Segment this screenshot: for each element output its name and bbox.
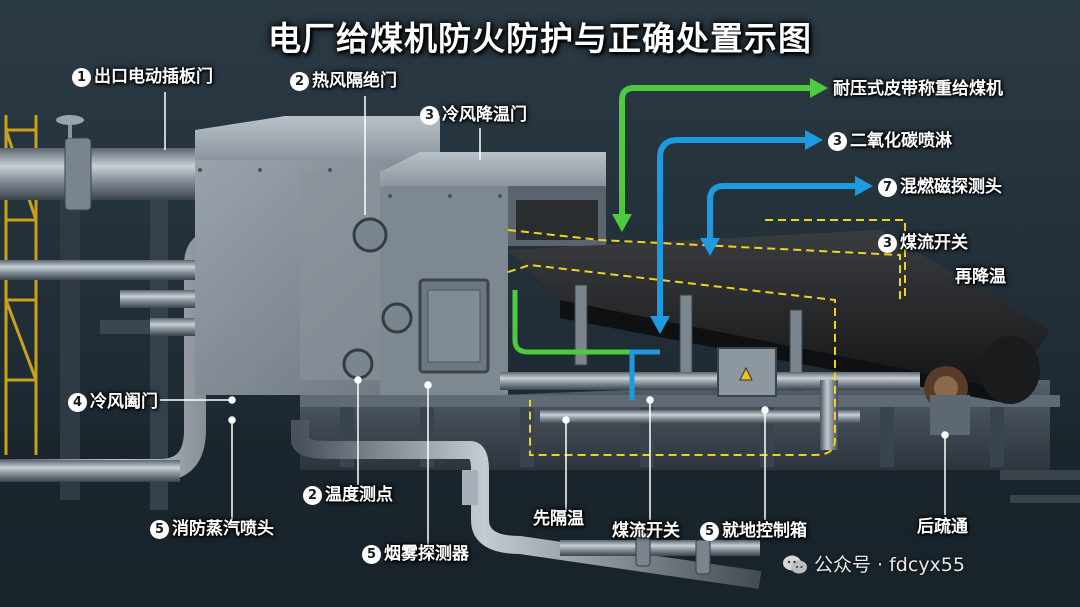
label-text: 煤流开关 [900, 233, 968, 253]
label-text: 耐压式皮带称重给煤机 [833, 79, 1003, 99]
label-number-badge: 5 [362, 545, 381, 564]
label-number-badge: 5 [150, 520, 169, 539]
base-frame [300, 380, 1080, 503]
local-control-box-illustration [717, 347, 777, 397]
label-text: 后疏通 [917, 517, 968, 537]
label-number-badge: 1 [72, 68, 91, 87]
label-coal-flow-switch-bottom: 煤流开关 [612, 520, 680, 542]
blue-arrow-probe-line [707, 183, 855, 240]
label-text: 再降温 [955, 267, 1006, 287]
label-isolate-cool: 先隔温 [533, 508, 584, 530]
label-post-clear: 后疏通 [917, 516, 968, 538]
label-text: 出口电动插板门 [94, 67, 213, 87]
label-text: 烟雾探测器 [384, 544, 469, 564]
leader-lines [160, 92, 949, 545]
feeder-housing [195, 116, 606, 398]
label-number-badge: 2 [303, 486, 322, 505]
label-text: 煤流开关 [612, 521, 680, 541]
label-text: 温度测点 [325, 485, 393, 505]
watermark-text: 公众号 · fdcyx55 [814, 554, 965, 576]
blue-arrow-co2-line [657, 137, 805, 318]
label-number-badge: 4 [68, 393, 87, 412]
label-text: 先隔温 [533, 509, 584, 529]
label-text: 冷风阖门 [90, 392, 158, 412]
green-arrow-head-right [810, 78, 828, 98]
protection-zones [507, 219, 906, 456]
label-number-badge: 7 [878, 178, 897, 197]
label-number-badge: 5 [700, 522, 719, 541]
label-number-badge: 3 [828, 132, 847, 151]
green-arrow-head-down [612, 214, 632, 232]
green-arrow-line [619, 85, 810, 218]
label-number-badge: 3 [420, 106, 439, 125]
wechat-icon [783, 555, 807, 574]
label-text: 冷风降温门 [442, 105, 527, 125]
watermark: 公众号 · fdcyx55 [782, 550, 965, 577]
page-title: 电厂给煤机防火防护与正确处置示图 [268, 19, 812, 58]
label-number-badge: 2 [290, 72, 309, 91]
label-recool: 再降温 [955, 266, 1006, 288]
label-text: 就地控制箱 [722, 521, 807, 541]
label-belt-feeder: 耐压式皮带称重给煤机 [833, 78, 1003, 100]
label-text: 消防蒸汽喷头 [172, 519, 274, 539]
label-text: 二氧化碳喷淋 [850, 131, 952, 151]
label-text: 热风隔绝门 [312, 71, 397, 91]
label-number-badge: 3 [878, 234, 897, 253]
label-text: 混燃磁探测头 [900, 177, 1002, 197]
